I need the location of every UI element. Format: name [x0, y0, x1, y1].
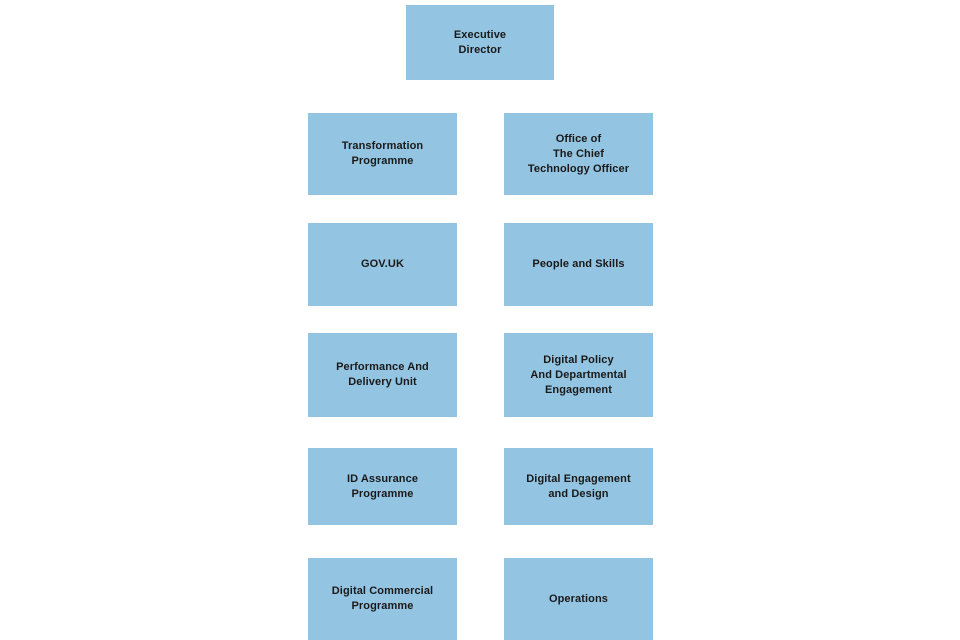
org-node-label: Performance And Delivery Unit — [336, 361, 429, 388]
org-node-label: Digital Policy And Departmental Engageme… — [530, 353, 627, 396]
org-node-digital-policy-and-departmental-engagement[interactable]: Digital Policy And Departmental Engageme… — [504, 333, 653, 417]
org-node-digital-engagement-and-design[interactable]: Digital Engagement and Design — [504, 448, 653, 525]
org-node-performance-and-delivery-unit[interactable]: Performance And Delivery Unit — [308, 333, 457, 417]
org-node-label: GOV.UK — [361, 258, 404, 270]
org-node-id-assurance-programme[interactable]: ID Assurance Programme — [308, 448, 457, 525]
org-node-label: Digital Commercial Programme — [331, 585, 434, 612]
org-node-transformation-programme[interactable]: Transformation Programme — [308, 113, 457, 195]
org-node-label: Office of The Chief Technology Officer — [527, 132, 630, 175]
org-node-label: ID Assurance Programme — [346, 472, 419, 500]
org-node-office-of-the-chief-technology-officer[interactable]: Office of The Chief Technology Officer — [504, 113, 653, 195]
org-node-operations[interactable]: Operations — [504, 558, 653, 640]
org-node-executive-director[interactable]: Executive Director — [406, 5, 554, 80]
org-node-label: Operations — [548, 592, 609, 605]
org-node-digital-commercial-programme[interactable]: Digital Commercial Programme — [308, 558, 457, 640]
org-node-label: Digital Engagement and Design — [526, 472, 631, 500]
org-node-label: Executive Director — [453, 28, 507, 56]
org-node-people-and-skills[interactable]: People and Skills — [504, 223, 653, 306]
org-node-label: People and Skills — [532, 258, 625, 270]
org-node-gov-uk[interactable]: GOV.UK — [308, 223, 457, 306]
org-node-label: Transformation Programme — [341, 140, 424, 167]
